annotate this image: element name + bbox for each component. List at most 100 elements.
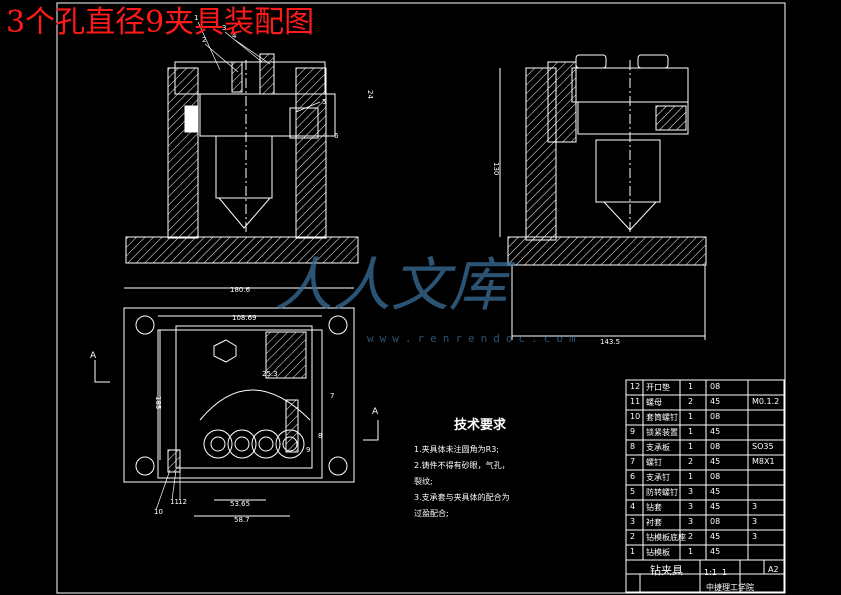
bom-cell-no: 2 <box>630 532 636 541</box>
bom-cell-mat: 45 <box>710 457 721 466</box>
bom-cell-qty: 1 <box>688 472 694 481</box>
titleblock-name: 钻夹具 <box>650 564 683 577</box>
bom-cell-name: 套筒螺钉 <box>646 413 678 422</box>
balloon-label: 4 <box>232 32 237 40</box>
tech-line: 裂纹; <box>414 477 433 486</box>
bom-cell-qty: 2 <box>688 397 694 406</box>
bom-cell-note: 3 <box>752 502 758 511</box>
tech-line: 2.铸件不得有砂眼，气孔， <box>414 461 510 470</box>
dim-143: 143.5 <box>600 338 620 346</box>
balloon-label: 9 <box>306 446 310 454</box>
dim-53: 53.65 <box>230 500 250 508</box>
bom-cell-qty: 2 <box>688 532 694 541</box>
bom-cell-qty: 1 <box>688 547 694 556</box>
bom-cell-name: 防转螺钉 <box>646 488 678 497</box>
bom-cell-no: 5 <box>630 487 636 496</box>
dim-108: 108.69 <box>232 314 257 322</box>
tech-heading: 技术要求 <box>454 418 507 433</box>
drawing-title: 3个孔直径9夹具装配图 <box>6 5 315 40</box>
bom-cell-name: 钻套 <box>646 503 662 512</box>
titleblock-sheet: A2 <box>768 565 779 574</box>
bom-cell-mat: 08 <box>710 472 721 481</box>
bom-row: 1 钻模板 1 45 <box>626 545 784 560</box>
balloon-label: 5 <box>322 98 326 106</box>
bom-row: 7 螺钉 2 45 M8X1 <box>626 455 784 470</box>
balloon-label: 7 <box>330 392 334 400</box>
bom-cell-note: M8X1 <box>752 457 775 466</box>
bom-cell-no: 7 <box>630 457 636 466</box>
titleblock-scale: 1:1 <box>704 568 717 577</box>
bom-row: 6 支承钉 1 08 <box>626 470 784 485</box>
bom-row: 9 锁紧装置 1 45 <box>626 425 784 440</box>
titleblock-school: 中捷理工学院 <box>706 583 754 592</box>
dim-180: 180.6 <box>230 286 251 294</box>
balloon-label: 10 <box>154 508 163 516</box>
bom-cell-mat: 45 <box>710 547 721 556</box>
tech-line: 3.支承套与夹具体的配合为 <box>414 493 510 502</box>
bom-cell-name: 钻模板底座 <box>646 533 686 542</box>
bom-cell-note: SO35 <box>752 442 774 451</box>
bom-row: 4 钻套 3 45 3 <box>626 500 784 515</box>
bom-cell-no: 10 <box>630 412 641 421</box>
bom-cell-mat: 08 <box>710 382 721 391</box>
bom-cell-qty: 1 <box>688 412 694 421</box>
dim-24: 24 <box>366 90 374 99</box>
bom-cell-no: 6 <box>630 472 636 481</box>
bom-cell-no: 9 <box>630 427 636 436</box>
top-view <box>94 287 379 517</box>
bom-cell-mat: 45 <box>710 487 721 496</box>
bom-cell-mat: 45 <box>710 397 721 406</box>
bom-cell-no: 11 <box>630 397 641 406</box>
bom-table <box>625 379 785 593</box>
sheet-border <box>56 2 786 594</box>
bom-cell-name: 钻模板 <box>646 548 670 557</box>
bom-cell-no: 1 <box>630 547 636 556</box>
titleblock-count: 1 <box>722 568 728 577</box>
bom-cell-no: 8 <box>630 442 636 451</box>
bom-cell-name: 螺钉 <box>646 458 662 467</box>
dim-25: 25.3 <box>262 370 278 378</box>
bom-cell-name: 支承板 <box>646 443 670 452</box>
balloon-label: 2 <box>202 36 206 44</box>
bom-cell-note: 3 <box>752 532 758 541</box>
dim-58: 58.7 <box>234 516 250 524</box>
bom-cell-no: 3 <box>630 517 636 526</box>
bom-cell-name: 锁紧装置 <box>646 428 678 437</box>
balloon-label: 12 <box>178 498 187 506</box>
balloon-label: 8 <box>318 432 322 440</box>
bom-row: 5 防转螺钉 3 45 <box>626 485 784 500</box>
bom-cell-mat: 08 <box>710 442 721 451</box>
bom-cell-qty: 1 <box>688 382 694 391</box>
bom-cell-name: 衬套 <box>646 518 662 527</box>
section-a-left: A <box>90 351 97 361</box>
tech-line: 1.夹具体未注圆角为R3; <box>414 445 499 454</box>
bom-cell-qty: 3 <box>688 487 694 496</box>
balloon-label: 6 <box>334 132 339 140</box>
side-view <box>499 54 707 340</box>
bom-cell-note: M0.1.2 <box>752 397 780 406</box>
bom-cell-mat: 45 <box>710 532 721 541</box>
dim-185: 185 <box>154 396 162 409</box>
tech-line: 过盈配合; <box>414 509 449 518</box>
bom-cell-mat: 08 <box>710 517 721 526</box>
section-a-right: A <box>372 407 379 417</box>
bom-cell-qty: 3 <box>688 517 694 526</box>
bom-cell-qty: 1 <box>688 427 694 436</box>
bom-cell-qty: 3 <box>688 502 694 511</box>
bom-cell-no: 4 <box>630 502 636 511</box>
bom-cell-mat: 45 <box>710 502 721 511</box>
front-view <box>125 53 359 264</box>
bom-cell-mat: 45 <box>710 427 721 436</box>
balloon-label: 1 <box>194 14 198 22</box>
bom-cell-note: 3 <box>752 517 758 526</box>
bom-cell-qty: 2 <box>688 457 694 466</box>
bom-cell-qty: 1 <box>688 442 694 451</box>
bom-cell-name: 开口垫 <box>646 383 670 392</box>
leader-lines <box>155 21 332 511</box>
bom-cell-name: 支承钉 <box>646 473 670 482</box>
bom-row: 3 衬套 3 08 3 <box>626 515 784 530</box>
